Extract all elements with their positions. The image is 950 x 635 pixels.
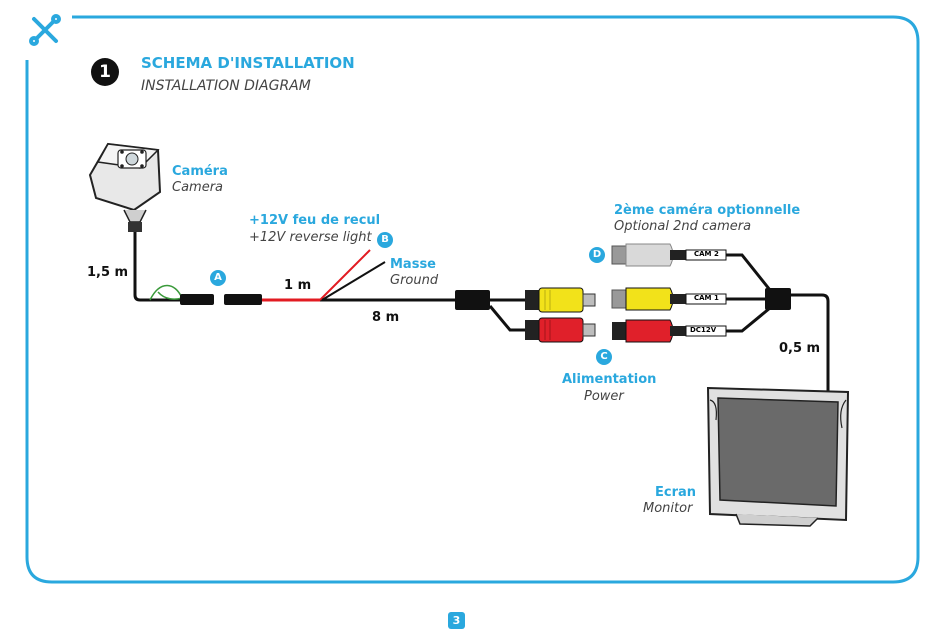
screen-label-en: Monitor — [643, 502, 692, 515]
green-wire-loop — [150, 286, 182, 301]
page-number: 3 — [448, 612, 465, 629]
camera-label-fr: Caméra — [172, 165, 228, 178]
distance-camera-cable: 1,5 m — [87, 266, 128, 279]
connector-a-right — [224, 294, 262, 305]
monitor-junction — [765, 288, 791, 310]
reverse-light-label-fr: +12V feu de recul — [249, 214, 380, 227]
badge-a: A — [210, 270, 226, 286]
step-number-badge: 1 — [91, 58, 119, 86]
tag-dc12v: DC12V — [690, 327, 716, 334]
badge-c: C — [596, 349, 612, 365]
power-label-fr: Alimentation — [562, 373, 656, 386]
badge-b: B — [377, 232, 393, 248]
second-camera-label-fr: 2ème caméra optionnelle — [614, 204, 800, 217]
screen-label-fr: Ecran — [655, 486, 696, 499]
tools-icon — [31, 16, 59, 44]
badge-d: D — [589, 247, 605, 263]
monitor — [708, 388, 848, 526]
distance-monitor-cable: 0,5 m — [779, 342, 820, 355]
distance-power-lead: 1 m — [284, 279, 311, 292]
ground-label-fr: Masse — [390, 258, 436, 271]
ground-label-en: Ground — [390, 274, 438, 287]
title-french: SCHEMA D'INSTALLATION — [141, 56, 355, 71]
camera-label-en: Camera — [172, 181, 223, 194]
tag-cam2: CAM 2 — [694, 251, 719, 258]
second-camera-label-en: Optional 2nd camera — [614, 220, 751, 233]
power-label-en: Power — [584, 390, 624, 403]
reverse-light-label-en: +12V reverse light — [249, 231, 372, 244]
distance-main-cable: 8 m — [372, 311, 399, 324]
junction-block — [455, 290, 490, 310]
rca-red-male — [525, 318, 595, 342]
title-english: INSTALLATION DIAGRAM — [141, 79, 311, 93]
tag-cam1: CAM 1 — [694, 295, 719, 302]
connector-a-left — [180, 294, 214, 305]
rca-yellow-male — [525, 288, 595, 312]
